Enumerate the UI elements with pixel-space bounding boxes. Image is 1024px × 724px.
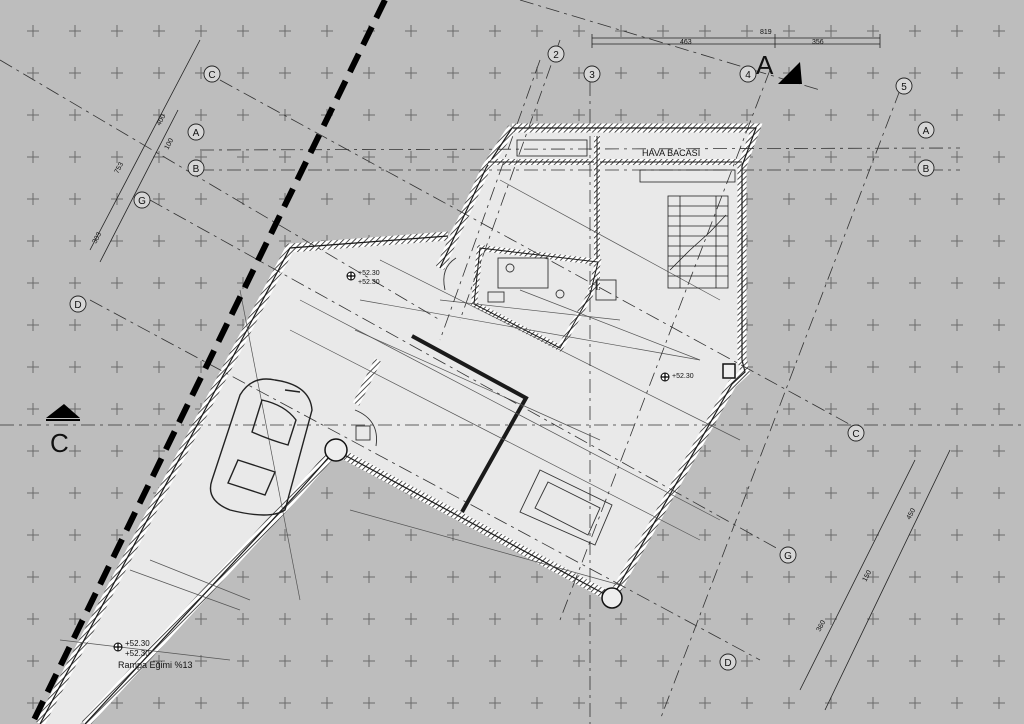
- dimension-texts: 819 463 356 400 100 753 303 450 150 360: [92, 29, 918, 633]
- bubble-5: 5: [901, 82, 907, 93]
- section-line: [29, 0, 388, 724]
- grid-bubbles: [69, 45, 935, 671]
- hava-bacasi-label: HAVA BACASI: [642, 148, 700, 158]
- dim-right-1: 450: [906, 507, 918, 521]
- bubble-b-left: B: [193, 164, 200, 175]
- dim-top-right: 356: [812, 39, 824, 46]
- bubble-2: 2: [553, 50, 559, 61]
- elevation-2: +52.30: [672, 373, 694, 380]
- staircase: [639, 169, 736, 289]
- dim-left-4: 303: [92, 231, 104, 245]
- dim-right-3: 360: [816, 619, 828, 633]
- section-marker-a-label: A: [756, 50, 774, 80]
- dimension-lines: [89, 34, 951, 711]
- section-marker-c-label: C: [50, 428, 69, 458]
- elevation-marker-1: +52.30 +52.30: [346, 270, 380, 286]
- bubble-3: 3: [589, 70, 595, 81]
- bubble-a-left: A: [193, 128, 200, 139]
- bubble-d-left: D: [74, 300, 81, 311]
- dim-left-3: 753: [114, 161, 126, 175]
- dim-left-2: 100: [164, 137, 176, 151]
- exterior-walls: [36, 123, 763, 724]
- bubble-g-right: G: [784, 551, 792, 562]
- section-marker-c: C: [46, 404, 80, 458]
- columns: [324, 363, 736, 609]
- dim-top-left: 463: [680, 39, 692, 46]
- elevation-1-top: +52.30: [358, 270, 380, 277]
- elevation-marker-2: +52.30: [660, 372, 694, 382]
- elevation-3-bottom: +52.30: [125, 649, 150, 658]
- reference-lines: [59, 179, 741, 661]
- bubble-a-right: A: [923, 126, 930, 137]
- bubble-b-right: B: [923, 164, 930, 175]
- rampa-label: Rampa Eğimi %13: [118, 660, 193, 670]
- bubble-g-left: G: [138, 196, 146, 207]
- car-outline: [209, 378, 313, 516]
- elevation-marker-3: +52.30 +52.30: [113, 639, 150, 658]
- dim-top-total: 819: [760, 29, 772, 36]
- bubble-4: 4: [745, 70, 751, 81]
- elevation-3-top: +52.30: [125, 639, 150, 648]
- dim-right-2: 150: [862, 569, 874, 583]
- fixtures: [354, 139, 617, 546]
- bubble-c-right: C: [852, 429, 859, 440]
- bubble-d-bottom: D: [724, 658, 731, 669]
- grid-bubble-labels: 2 3 4 5 C A B G D A B C G D: [74, 50, 929, 669]
- elevation-1-bottom: +52.30: [358, 279, 380, 286]
- dim-left-1: 400: [156, 113, 168, 127]
- section-marker-a: A: [756, 50, 802, 84]
- bubble-c-top: C: [208, 70, 215, 81]
